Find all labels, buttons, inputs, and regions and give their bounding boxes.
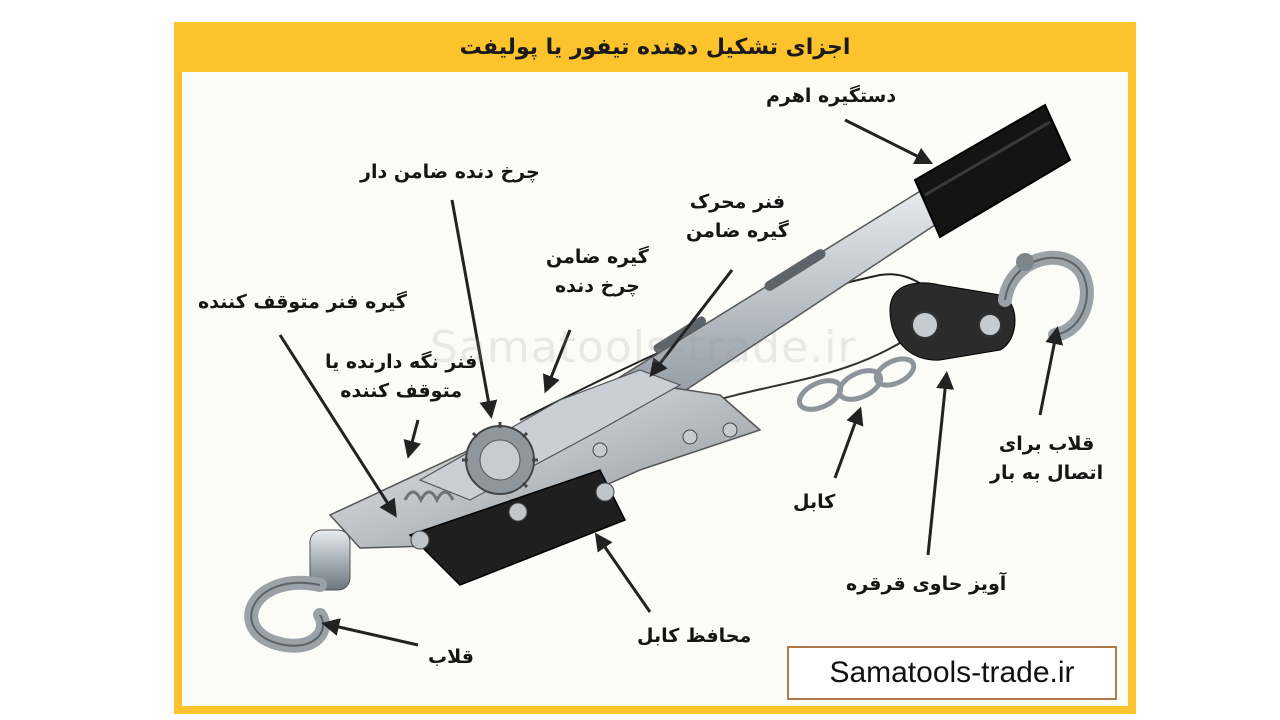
label-load-hook-line-1: قلاب برای	[998, 433, 1095, 455]
label-pawl-gear: گیره ضامن چرخ دنده	[546, 243, 649, 302]
arrow-ratchet-gear	[450, 199, 498, 419]
cable-chain	[796, 356, 917, 412]
label-lever-handle: دستگیره اهرم	[766, 85, 897, 107]
holding-spring	[403, 490, 455, 504]
label-stop-spring-clip: گیره فنر متوقف کننده	[198, 291, 407, 313]
pulley-block	[889, 282, 1016, 361]
arrow-holding-spring	[403, 419, 422, 459]
arrow-hook	[321, 618, 419, 647]
label-hook: قلاب	[428, 646, 474, 668]
arrow-pawl-gear	[542, 329, 572, 394]
cable-lower	[699, 329, 921, 406]
guard-bolt-1	[410, 530, 430, 550]
website-text: Samatools-trade.ir	[829, 656, 1075, 689]
arrow-stop-spring-clip	[278, 334, 397, 518]
cable-guard-plate	[408, 469, 627, 586]
label-holding-spring-line-1: فنر نگه دارنده یا	[325, 351, 478, 373]
label-pawl-gear-line-2: چرخ دنده	[554, 275, 640, 298]
lever-slot-1	[764, 249, 826, 291]
website-box: Samatools-trade.ir	[787, 646, 1117, 700]
label-cable: کابل	[793, 491, 836, 513]
leader-arrows	[278, 118, 1064, 647]
pulley-bolt-2	[978, 313, 1002, 337]
label-pawl-gear-line-1: گیره ضامن	[546, 246, 649, 268]
arrow-cable-guard	[594, 532, 652, 613]
label-holding-spring-line-2: متوقف کننده	[340, 380, 463, 403]
frame-bolt-3	[592, 442, 608, 458]
label-load-hook-line-2: اتصال به بار	[990, 462, 1104, 485]
title-bar: اجزای تشکیل دهنده تیفور یا پولیفت	[174, 22, 1136, 72]
frame-bolt-1	[682, 429, 698, 445]
ratchet-teeth	[462, 422, 538, 489]
label-pawl-spring-line-1: فنر محرک	[689, 191, 786, 213]
label-pawl-spring-line-2: گیره ضامن	[686, 220, 789, 243]
guard-bolt-2	[508, 502, 528, 522]
label-ratchet-gear: چرخ دنده ضامن دار	[360, 161, 540, 183]
pulley-bolt-1	[911, 311, 939, 339]
arrow-cable	[833, 406, 864, 479]
label-pulley-hanger: آویز حاوی قرقره	[846, 573, 1007, 595]
arrow-pawl-spring	[649, 269, 734, 378]
label-load-hook: قلاب برای اتصال به بار	[990, 430, 1103, 489]
arrow-lever-handle	[844, 118, 934, 165]
label-pawl-spring: فنر محرک گیره ضامن	[686, 188, 789, 247]
lever-slot-2	[653, 316, 707, 353]
handle-grip	[913, 103, 1072, 239]
frame-bolt-2	[722, 422, 738, 438]
arrow-pulley-hanger	[926, 371, 955, 556]
right-hook	[998, 250, 1094, 342]
watermark: Samatools-trade.ir	[430, 322, 857, 373]
label-cable-guard: محافظ کابل	[637, 625, 752, 647]
left-hook	[244, 529, 351, 653]
label-holding-spring: فنر نگه دارنده یا متوقف کننده	[325, 348, 477, 407]
diagram-title: اجزای تشکیل دهنده تیفور یا پولیفت	[459, 34, 851, 60]
arrow-load-hook	[1038, 326, 1064, 416]
guard-bolt-3	[595, 482, 615, 502]
